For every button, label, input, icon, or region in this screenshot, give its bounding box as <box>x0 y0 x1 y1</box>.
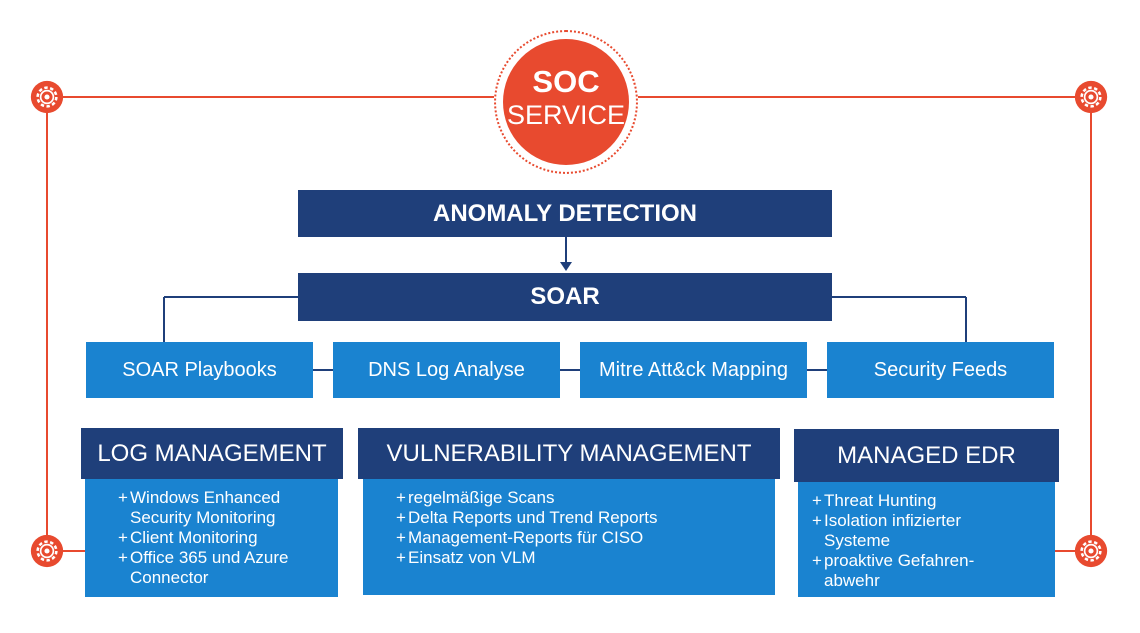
managed-edr-body: Threat Hunting Isolation infizierter Sys… <box>798 482 1055 597</box>
list-item: Office 365 und Azure Connector <box>118 548 328 588</box>
list-item: regelmäßige Scans <box>396 488 765 508</box>
gear-icon <box>1074 534 1108 568</box>
gear-icon <box>30 534 64 568</box>
list-item: Einsatz von VLM <box>396 548 765 568</box>
dns-log-analyse-box: DNS Log Analyse <box>333 342 560 398</box>
list-item: Threat Hunting <box>812 491 1015 511</box>
security-feeds-box: Security Feeds <box>827 342 1054 398</box>
soar-box: SOAR <box>298 273 832 321</box>
vulnerability-management-title: VULNERABILITY MANAGEMENT <box>358 428 780 479</box>
service-label: SERVICE <box>506 100 626 130</box>
log-management-title: LOG MANAGEMENT <box>81 428 343 479</box>
list-item: Delta Reports und Trend Reports <box>396 508 765 528</box>
list-item: Isolation infizierter Systeme <box>812 511 1015 551</box>
list-item: Client Monitoring <box>118 528 328 548</box>
vulnerability-management-body: regelmäßige Scans Delta Reports und Tren… <box>363 479 775 595</box>
anomaly-detection-box: ANOMALY DETECTION <box>298 190 832 237</box>
soc-service-badge: SOC SERVICE <box>503 39 629 165</box>
red-frame <box>46 96 1092 552</box>
list-item: proaktive Gefahren-abwehr <box>812 551 1015 591</box>
gear-icon <box>1074 80 1108 114</box>
log-management-body: Windows Enhanced Security Monitoring Cli… <box>85 479 338 597</box>
arrow-down-icon <box>560 262 572 271</box>
list-item: Windows Enhanced Security Monitoring <box>118 488 328 528</box>
gear-icon <box>30 80 64 114</box>
soc-label: SOC <box>532 64 600 99</box>
soar-playbooks-box: SOAR Playbooks <box>86 342 313 398</box>
list-item: Management-Reports für CISO <box>396 528 765 548</box>
mitre-attack-mapping-box: Mitre Att&ck Mapping <box>580 342 807 398</box>
navy-connectors <box>163 237 967 371</box>
managed-edr-title: MANAGED EDR <box>794 429 1059 482</box>
